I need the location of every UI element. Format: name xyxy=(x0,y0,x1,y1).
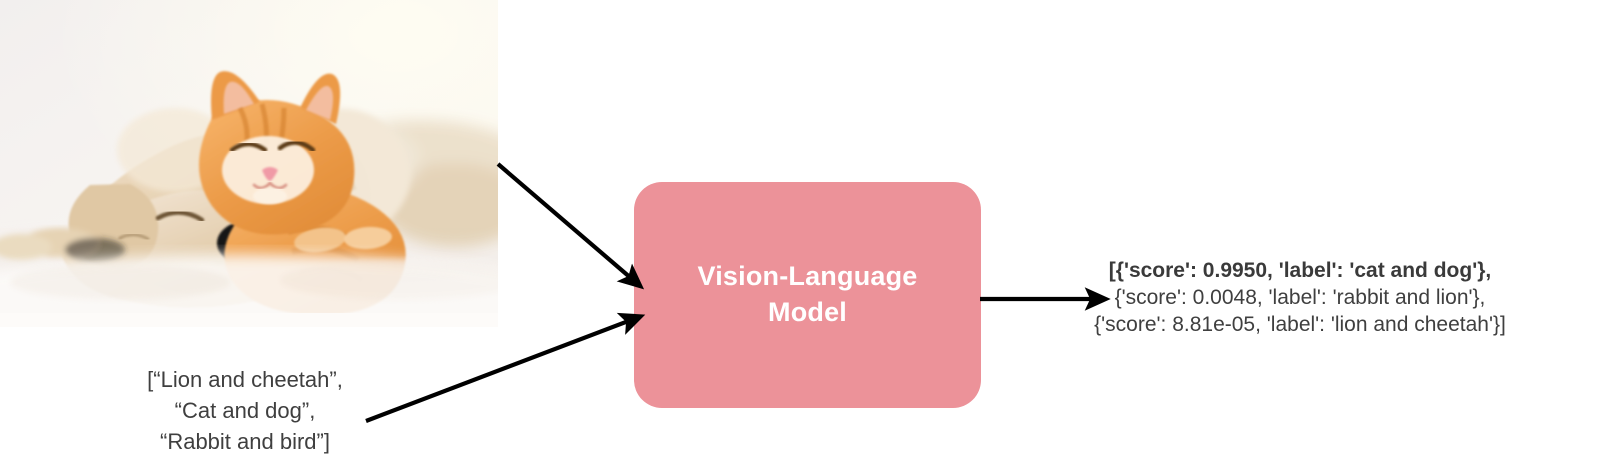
output-line: {'score': 0.0048, 'label': 'rabbit and l… xyxy=(1114,286,1486,309)
prompt-line: “Cat and dog”, xyxy=(174,398,316,423)
prompt-line: [“Lion and cheetah”, xyxy=(147,367,343,392)
arrow-image-to-model xyxy=(496,162,645,290)
output-line-top: [{'score': 0.9950, 'label': 'cat and dog… xyxy=(1108,259,1492,282)
pet-photo-illustration xyxy=(0,0,498,327)
arrow-prompt-to-model xyxy=(365,312,646,423)
input-image xyxy=(0,0,498,327)
model-output-list: [{'score': 0.9950, 'label': 'cat and dog… xyxy=(1040,257,1560,338)
output-line: {'score': 8.81e-05, 'label': 'lion and c… xyxy=(1094,313,1506,336)
prompt-line: “Rabbit and bird”] xyxy=(160,429,330,454)
vision-language-model-box: Vision-Language Model xyxy=(634,182,981,408)
prompt-label-list: [“Lion and cheetah”, “Cat and dog”, “Rab… xyxy=(95,364,395,457)
model-box-label: Vision-Language Model xyxy=(697,261,918,327)
